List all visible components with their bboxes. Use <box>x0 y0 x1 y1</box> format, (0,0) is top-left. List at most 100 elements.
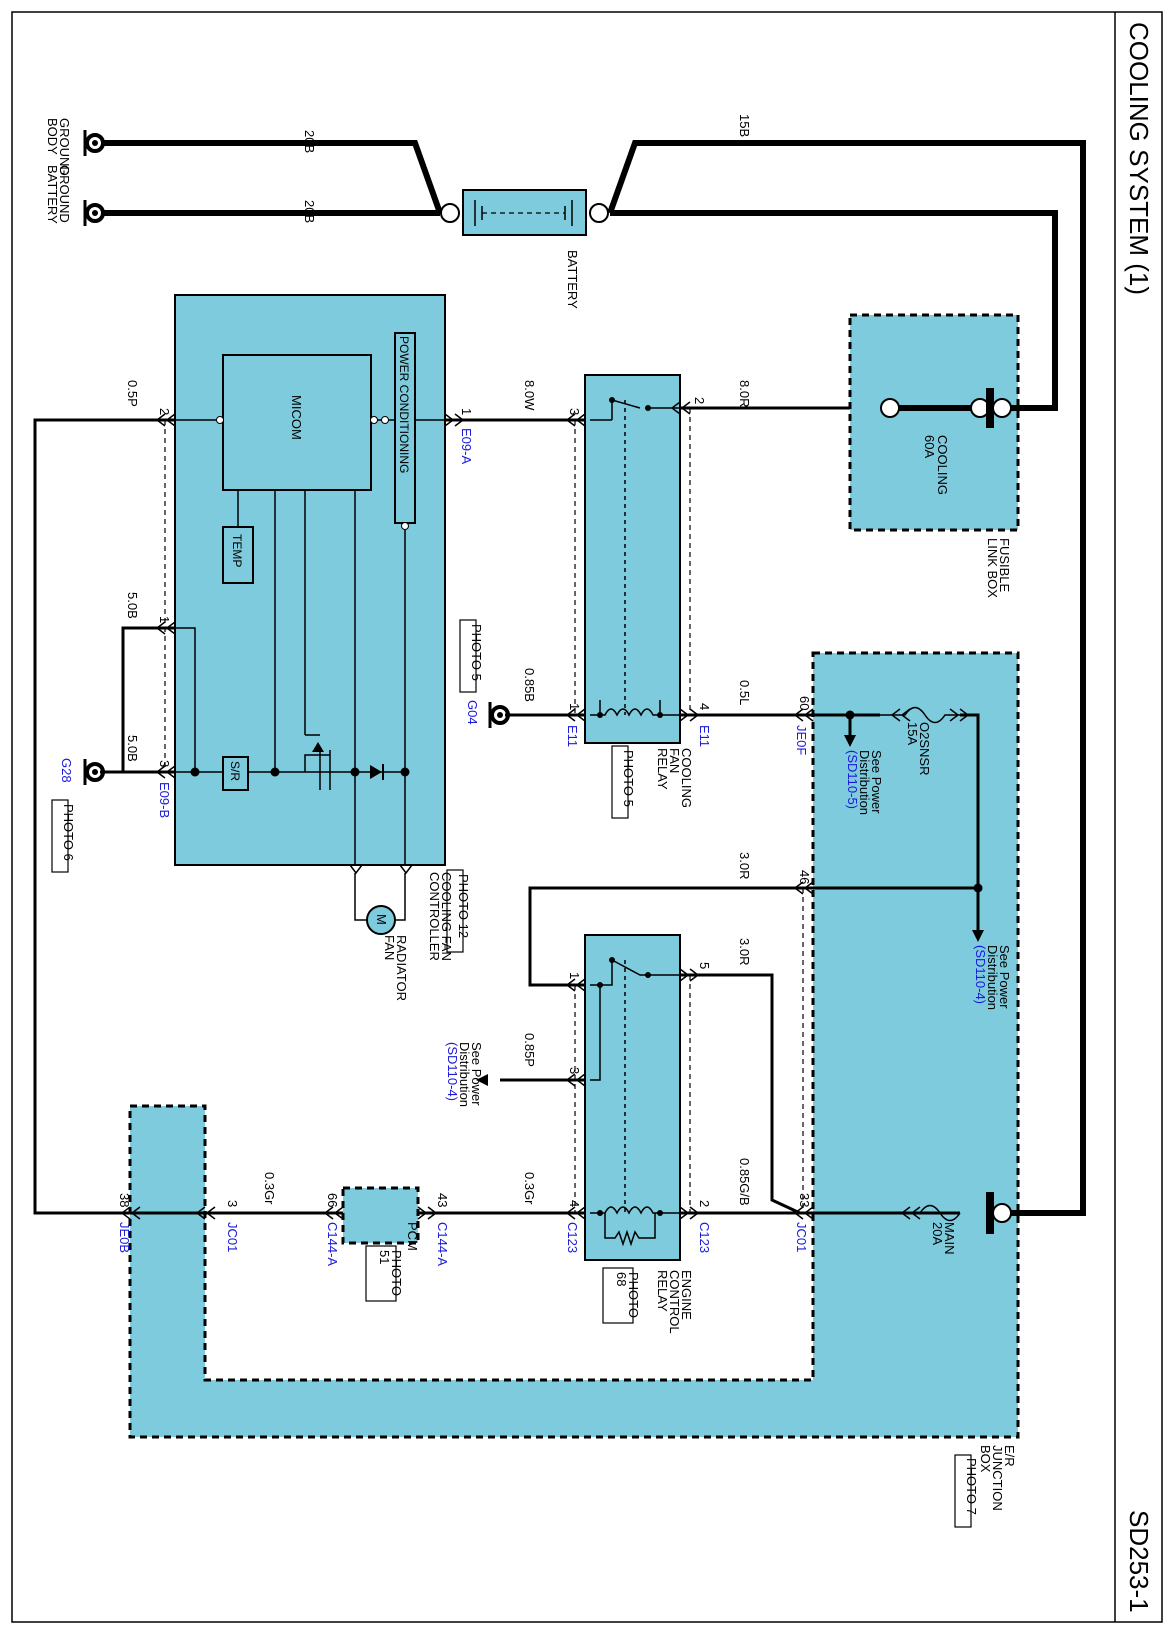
ref-label: See Power <box>869 750 884 814</box>
connector-label: JC01 <box>225 1222 240 1252</box>
ground-icon <box>83 130 105 156</box>
connector-label: E09-B <box>157 782 172 818</box>
ref-label: See Power <box>997 945 1012 1009</box>
node <box>216 416 224 424</box>
wire-label: 5.0B <box>125 735 140 762</box>
photo-label: PHOTO 7 <box>964 1458 979 1515</box>
wire-label: 20B <box>302 130 317 153</box>
pin-label: 1 <box>567 703 582 710</box>
ref-label: Distribution <box>985 945 1000 1010</box>
wire-label: 3.0R <box>737 852 752 879</box>
pcm-label: PCM <box>405 1222 420 1251</box>
wire-label: 8.0R <box>737 380 752 407</box>
ground-icon <box>83 200 105 226</box>
wire-label: 20B <box>302 200 317 223</box>
motor-label: M <box>374 914 389 925</box>
battery-label: BATTERY <box>565 250 580 309</box>
fuse-label: 20A <box>930 1222 945 1245</box>
ref-link[interactable]: (SD110-4) <box>445 1042 460 1101</box>
wire-label: 0.5P <box>125 380 140 407</box>
connector-label: JE0F <box>794 725 809 755</box>
wire-label: 0.85G/B <box>737 1158 752 1206</box>
junction-dot <box>270 767 280 777</box>
photo-fan-relay-box <box>611 745 629 819</box>
fuse-label: MAIN <box>942 1222 957 1255</box>
connector-label: JC01 <box>794 1222 809 1252</box>
pcm-box <box>341 1186 420 1245</box>
connector-label: C123 <box>697 1222 712 1253</box>
fuse-label: 60A <box>922 435 937 458</box>
junction-dot <box>400 767 410 777</box>
ground-icon <box>488 702 510 728</box>
jbox-label: E/R <box>1002 1445 1017 1467</box>
wire-label: 0.5L <box>737 680 752 705</box>
connector-label: JE0B <box>117 1222 132 1253</box>
pin-label: 2 <box>157 408 172 415</box>
battery-terminal <box>589 203 609 223</box>
arrow-down-icon <box>844 735 856 747</box>
temp-label: TEMP <box>230 534 244 567</box>
pin-label: 3 <box>567 1067 582 1074</box>
pin-label: 2 <box>697 1200 712 1207</box>
photo-5-box <box>459 619 477 693</box>
photo-label: PHOTO 6 <box>61 804 76 861</box>
engine-control-relay-internals <box>590 957 680 1247</box>
pin-label: 46 <box>797 870 812 884</box>
pin-label: 4 <box>697 703 712 710</box>
battery-wire-fusible <box>610 210 1058 411</box>
pin-label: 5 <box>697 962 712 969</box>
pin-label: 2 <box>692 397 707 404</box>
wire-label: 0.85B <box>522 668 537 702</box>
ground-label: GROUND <box>57 118 72 176</box>
pin-label: 38 <box>117 1193 132 1207</box>
arrow-down-icon <box>972 930 984 942</box>
fan-label: RADIATOR <box>394 935 409 1001</box>
pin-label: 3 <box>157 760 172 767</box>
page-frame <box>11 11 1163 1623</box>
junction-dot <box>973 883 983 893</box>
relay-label: COOLING <box>679 748 694 808</box>
ref-label: Distribution <box>457 1042 472 1107</box>
engine-control-relay-box <box>584 934 681 1261</box>
wire-label: 15B <box>737 114 752 137</box>
pin-label: 3 <box>225 1200 240 1207</box>
wire-label: 3.0R <box>737 938 752 965</box>
pin-label: 66 <box>325 1193 340 1207</box>
photo-7-box <box>954 1454 972 1528</box>
motor-wiring <box>354 873 406 921</box>
photo-label: PHOTO 5 <box>469 624 484 681</box>
arrow-left-icon <box>476 1074 488 1086</box>
fuse-label: 15A <box>905 722 920 745</box>
photo-68-box <box>602 1267 634 1324</box>
ref-link[interactable]: (SD110-4) <box>973 945 988 1004</box>
photo-label: PHOTO <box>389 1250 404 1296</box>
fuse-label: COOLING <box>935 435 950 495</box>
fuse-terminal <box>992 1203 1012 1223</box>
ground-label: BODY <box>45 118 60 155</box>
wire-label: 0.3Gr <box>522 1172 537 1205</box>
ground-label: GROUND <box>57 165 72 223</box>
fusible-link-box-label: LINK BOX <box>985 538 1000 598</box>
wire-label: 8.0W <box>522 380 537 411</box>
connector-label: C144-A <box>435 1222 450 1266</box>
relay-label: CONTROL <box>667 1270 682 1334</box>
node <box>381 416 389 424</box>
junction-dot <box>350 767 360 777</box>
wire-3r-a <box>528 713 980 987</box>
wire-label: 0.85P <box>522 1033 537 1067</box>
fuse-terminal <box>880 398 900 418</box>
ref-label: See Power <box>469 1042 484 1106</box>
pin-label: 1 <box>459 408 474 415</box>
photo-label: PHOTO 12 <box>456 874 471 938</box>
node <box>401 522 409 530</box>
cooling-fan-relay-internals <box>590 397 680 718</box>
ground-icon <box>83 759 105 785</box>
pin-label: 43 <box>435 1193 450 1207</box>
relay-label: RELAY <box>655 748 670 790</box>
connector-label: E09-A <box>459 428 474 464</box>
ref-link[interactable]: (SD110-5) <box>845 750 860 809</box>
photo-51-box <box>365 1245 397 1302</box>
transistor-icon <box>312 742 324 752</box>
